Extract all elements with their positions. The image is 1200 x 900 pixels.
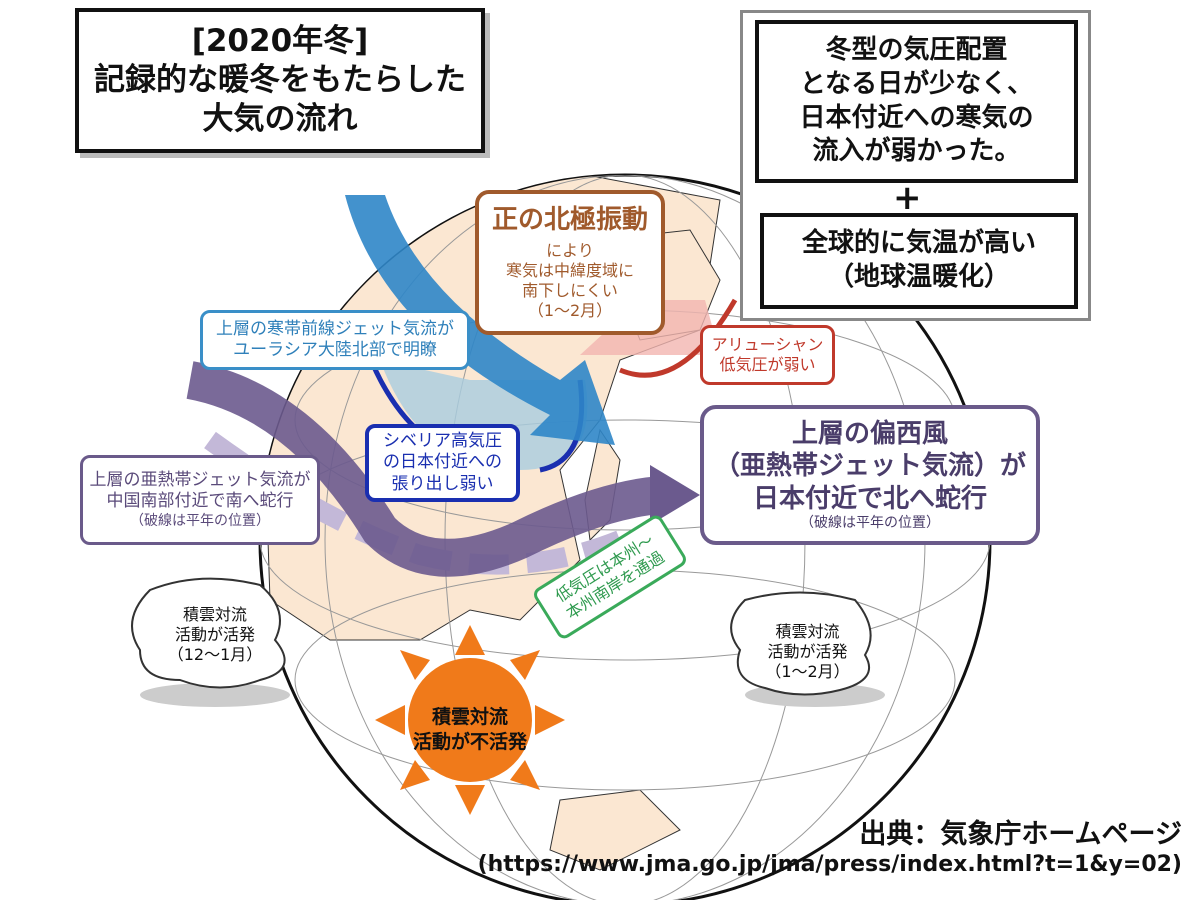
label-line: 積雲対流 (431, 706, 508, 728)
source-credit: 出典：気象庁ホームページ (859, 819, 1182, 850)
sun-icon (375, 625, 565, 815)
label-line: 上層の亜熱帯ジェット気流が (89, 470, 311, 490)
label-line: 中国南部付近で南へ蛇行 (106, 491, 294, 512)
cloud-left-label: 積雲対流 活動が活発 （12～1月） (150, 605, 280, 665)
label-line: （亜熱帯ジェット気流）が (713, 451, 1026, 481)
label-line: 活動が活発 (767, 642, 848, 661)
label-line: （破線は平年の位置） (800, 515, 940, 531)
title-line: 記録的な暖冬をもたらした (94, 62, 466, 99)
title-box: [2020年冬] 記録的な暖冬をもたらした 大気の流れ (75, 8, 485, 153)
label-line: （1～2月） (527, 300, 613, 320)
source-url: (https://www.jma.go.jp/jma/press/index.h… (477, 852, 1182, 877)
label-line: （12～1月） (167, 645, 263, 664)
cloud-right-label: 積雲対流 活動が活発 （1～2月） (745, 622, 870, 682)
label-line: 低気圧が弱い (719, 355, 816, 374)
arctic-oscillation-label: 正の北極振動 により 寒気は中緯度域に 南下しにくい （1～2月） (475, 190, 665, 335)
westerly-label: 上層の偏西風 （亜熱帯ジェット気流）が 日本付近で北へ蛇行 （破線は平年の位置） (700, 405, 1040, 545)
label-line: 日本付近で北へ蛇行 (752, 483, 987, 514)
label-line: の日本付近への (383, 452, 502, 473)
cloud-right-icon (730, 591, 885, 707)
title-line: [2020年冬] (191, 23, 369, 60)
label-line: 南下しにくい (522, 280, 618, 300)
note-line: となる日が少なく、 (799, 68, 1034, 99)
label-line: 積雲対流 (775, 622, 840, 641)
label-line: シベリア高気圧 (383, 431, 502, 452)
title-line: 大気の流れ (202, 100, 358, 137)
label-line: 張り出し弱い (391, 473, 494, 494)
label-line: （破線は平年の位置） (130, 512, 270, 529)
note-line: （地球温暖化） (827, 262, 1010, 292)
label-line: （1～2月） (765, 662, 850, 681)
plus-sign: + (893, 178, 922, 218)
label-line: により (546, 240, 594, 260)
label-line: 上層の寒帯前線ジェット気流が (216, 318, 454, 339)
label-line: 活動が不活発 (412, 730, 527, 753)
label-line: 積雲対流 (182, 605, 247, 624)
label-line: 活動が活発 (174, 625, 255, 644)
note-line: 全球的に気温が高い (801, 228, 1036, 259)
label-line: 寒気は中緯度域に (505, 260, 634, 280)
subtropical-jet-south-label: 上層の亜熱帯ジェット気流が 中国南部付近で南へ蛇行 （破線は平年の位置） (80, 455, 320, 545)
label-line: アリューシャン (711, 335, 824, 354)
sun-label: 積雲対流 活動が不活発 (395, 705, 545, 754)
label-line: ユーラシア大陸北部で明瞭 (233, 340, 437, 360)
summary-note-cold-air: 冬型の気圧配置 となる日が少なく、 日本付近への寒気の 流入が弱かった。 (755, 20, 1078, 183)
cloud-left-icon (131, 577, 290, 707)
aleutian-low-label: アリューシャン 低気圧が弱い (700, 325, 835, 385)
note-line: 流入が弱かった。 (812, 136, 1021, 167)
summary-note-warming: 全球的に気温が高い （地球温暖化） (760, 213, 1078, 309)
note-line: 日本付近への寒気の (799, 102, 1034, 133)
subtropical-jet-arrow (186, 361, 662, 577)
polar-jet-arrow (345, 195, 615, 445)
note-line: 冬型の気圧配置 (825, 34, 1008, 65)
polar-jet-label: 上層の寒帯前線ジェット気流が ユーラシア大陸北部で明瞭 (200, 310, 470, 370)
aleutian-low-boundary (619, 298, 738, 378)
label-line: 上層の偏西風 (791, 418, 948, 449)
siberian-high-label: シベリア高気圧 の日本付近への 張り出し弱い (365, 424, 520, 502)
label-title: 正の北極振動 (491, 205, 648, 236)
subtropical-jet-arrowhead (650, 465, 700, 525)
